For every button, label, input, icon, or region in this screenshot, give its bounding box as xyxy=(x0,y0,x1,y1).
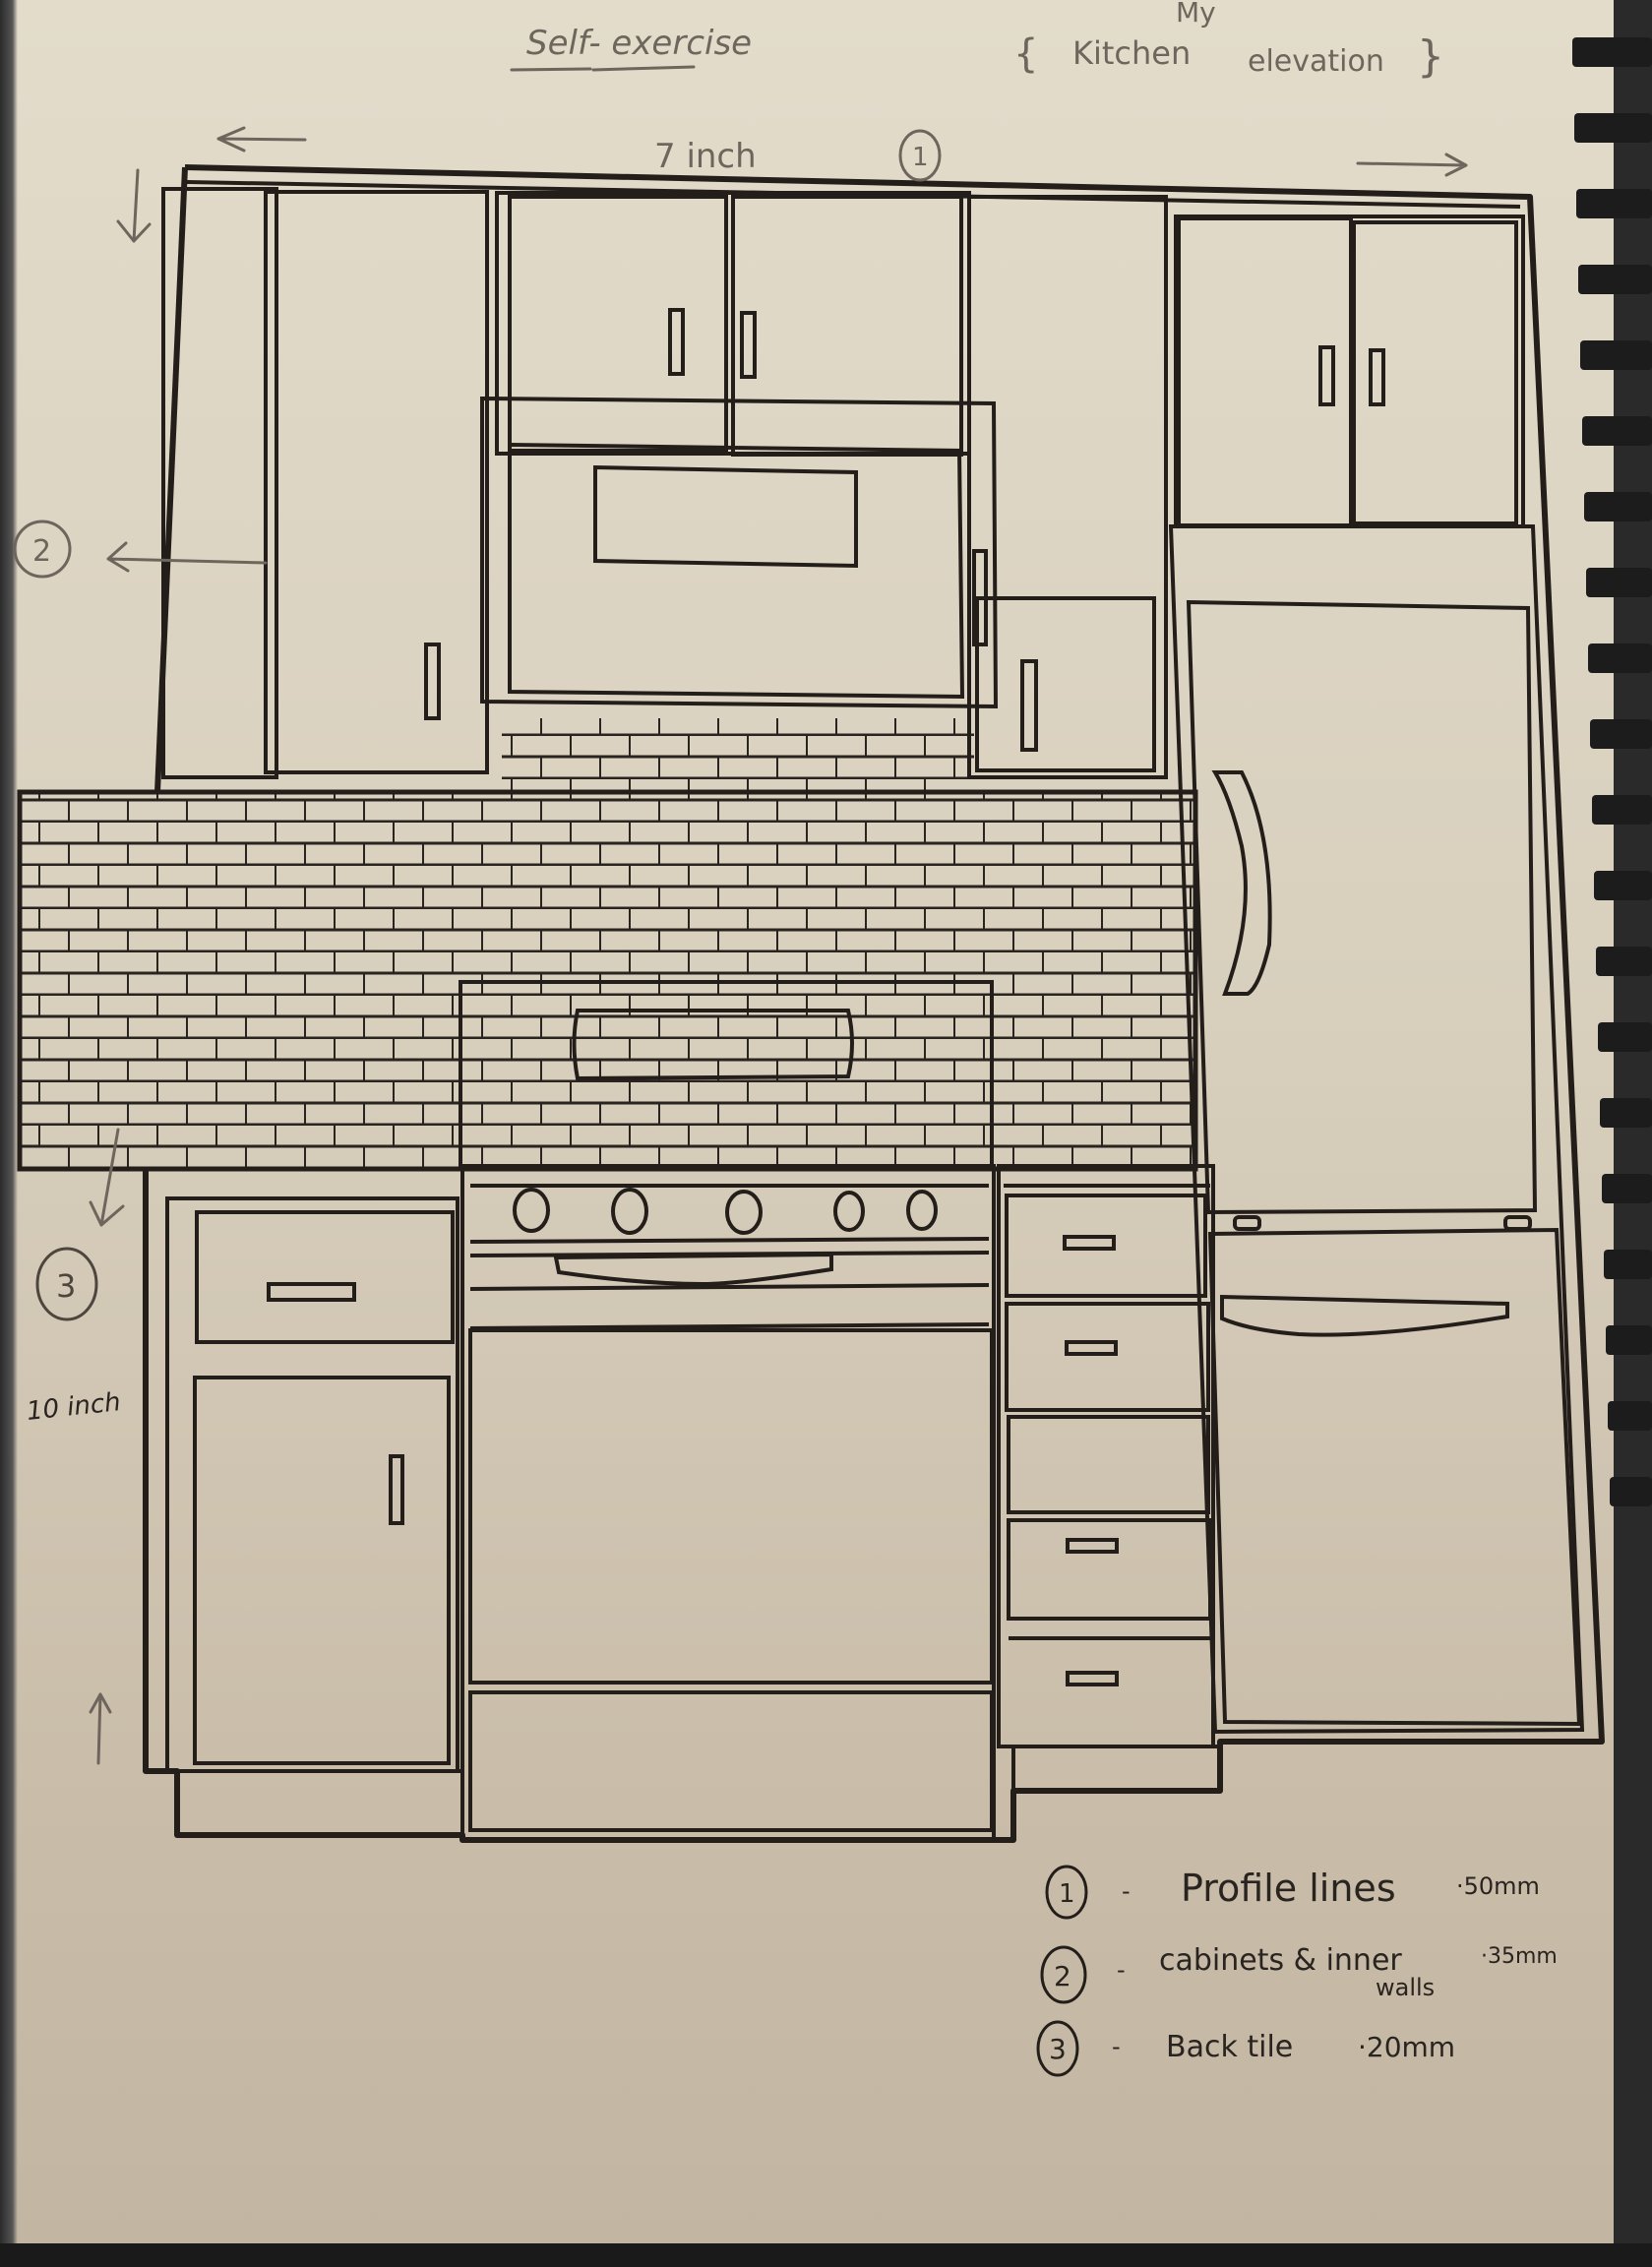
upper-cabinets xyxy=(161,180,1525,779)
svg-text:3: 3 xyxy=(1049,2033,1067,2065)
fridge-hinge-left xyxy=(1233,1215,1261,1231)
arrow-down-icon xyxy=(116,168,152,243)
fridge-top-door-left xyxy=(1177,216,1353,527)
svg-text:-: - xyxy=(1112,2033,1121,2060)
backguard-display xyxy=(572,1009,854,1081)
microwave xyxy=(480,396,999,709)
svg-text:1: 1 xyxy=(1059,1879,1075,1909)
marker-2: 2 xyxy=(13,520,72,579)
title-left: Self- exercise xyxy=(526,24,752,63)
line-weight-legend: 1 - Profile lines ·50mm 2 - cabinets & i… xyxy=(1036,1865,1558,2077)
knob-2 xyxy=(611,1188,648,1235)
svg-text:walls: walls xyxy=(1376,1974,1435,2001)
arrow-left-icon xyxy=(216,126,307,153)
backsplash-tile xyxy=(17,718,1198,1172)
height-dimension-label: 10 inch xyxy=(26,1387,122,1427)
right-toekick xyxy=(1011,1745,1222,1793)
knob-3 xyxy=(725,1190,763,1235)
svg-text:-: - xyxy=(1117,1956,1126,1984)
title-brace-open: { xyxy=(1013,31,1038,77)
left-toekick xyxy=(175,1769,464,1837)
svg-text:cabinets & inner: cabinets & inner xyxy=(1159,1943,1402,1978)
drawer-handle-3 xyxy=(1066,1538,1119,1554)
arrow-to-marker-2-icon xyxy=(106,541,268,573)
sketchbook-cover-edge xyxy=(0,0,18,2267)
svg-text:-: - xyxy=(1122,1877,1131,1905)
fridge-lower-drawer xyxy=(1207,1227,1582,1727)
fridge-top-door-right xyxy=(1352,220,1518,525)
svg-text:2: 2 xyxy=(1054,1960,1071,1992)
fridge-top-handle-left xyxy=(1318,345,1335,406)
title-kitchen: Kitchen xyxy=(1072,34,1191,72)
center-left-handle xyxy=(668,308,685,376)
oven-door xyxy=(468,1328,994,1685)
center-right-handle xyxy=(740,311,757,379)
svg-text:2: 2 xyxy=(32,534,51,569)
refrigerator xyxy=(1168,524,1585,1735)
fridge-upper-door xyxy=(1186,599,1538,1215)
drawer-1 xyxy=(1005,1194,1207,1298)
title-elevation: elevation xyxy=(1248,44,1384,79)
right-side-handle xyxy=(972,549,988,646)
width-dimension-label: 7 inch xyxy=(654,137,757,176)
storage-drawer xyxy=(468,1690,994,1832)
stove-body xyxy=(460,1164,996,1842)
left-door-handle xyxy=(389,1454,404,1525)
drawer-handle-2 xyxy=(1065,1340,1118,1356)
knob-4 xyxy=(833,1191,865,1232)
center-upper-door-right xyxy=(731,195,963,457)
left-upper-handle xyxy=(424,643,441,720)
knob-5 xyxy=(906,1190,938,1231)
knob-1 xyxy=(513,1188,550,1233)
center-upper-door-left xyxy=(508,195,728,453)
arrow-up-icon xyxy=(89,1692,112,1765)
dimension-arrows xyxy=(89,65,1468,1765)
fridge-hinge-right xyxy=(1503,1215,1532,1231)
drawer-handle-4 xyxy=(1066,1671,1119,1686)
drawer-4 xyxy=(1007,1518,1212,1621)
legend-item-3: 3 - Back tile ·20mm xyxy=(1036,2020,1455,2077)
stove-knobs xyxy=(513,1188,938,1235)
svg-text:·35mm: ·35mm xyxy=(1481,1944,1558,1969)
fridge-top-handle-right xyxy=(1369,348,1385,406)
right-upper-handle xyxy=(1020,659,1038,752)
left-drawer-handle xyxy=(267,1282,356,1302)
svg-text:Back tile: Back tile xyxy=(1166,2030,1293,2064)
svg-text:Profile lines: Profile lines xyxy=(1181,1867,1396,1910)
left-upper-door xyxy=(264,190,489,774)
right-upper-cabinet xyxy=(967,195,1168,779)
left-door xyxy=(193,1376,451,1765)
drawer-3 xyxy=(1007,1415,1210,1514)
drawer-2 xyxy=(1005,1302,1210,1412)
left-upper-cabinet xyxy=(161,187,278,779)
marker-1: 1 xyxy=(898,129,942,182)
left-base-cabinet xyxy=(165,1196,464,1837)
legend-item-1: 1 - Profile lines ·50mm xyxy=(1045,1865,1540,1920)
sketchbook-bottom-edge xyxy=(0,2243,1652,2267)
spiral-binding xyxy=(1572,37,1652,1506)
arrow-to-marker-3-icon xyxy=(89,1128,125,1227)
oven-handle xyxy=(553,1252,833,1287)
left-drawer xyxy=(195,1210,455,1344)
svg-text:·50mm: ·50mm xyxy=(1456,1872,1540,1900)
title-insert-my: My xyxy=(1176,0,1216,29)
title-brace-close: } xyxy=(1417,31,1444,82)
stove-oven xyxy=(459,980,996,1842)
arrow-right-icon xyxy=(1356,153,1468,177)
right-upper-door xyxy=(975,596,1156,772)
fridge-upper-handle xyxy=(1211,770,1272,996)
marker-3: 3 xyxy=(35,1247,98,1321)
fridge-lower-handle xyxy=(1220,1294,1509,1337)
right-drawer-stack xyxy=(997,1164,1222,1793)
svg-text:3: 3 xyxy=(56,1267,76,1305)
drawer-handle-1 xyxy=(1063,1235,1116,1251)
svg-text:·20mm: ·20mm xyxy=(1358,2031,1455,2063)
legend-item-2: 2 - cabinets & inner walls ·35mm xyxy=(1040,1943,1558,2004)
svg-text:1: 1 xyxy=(912,143,929,172)
